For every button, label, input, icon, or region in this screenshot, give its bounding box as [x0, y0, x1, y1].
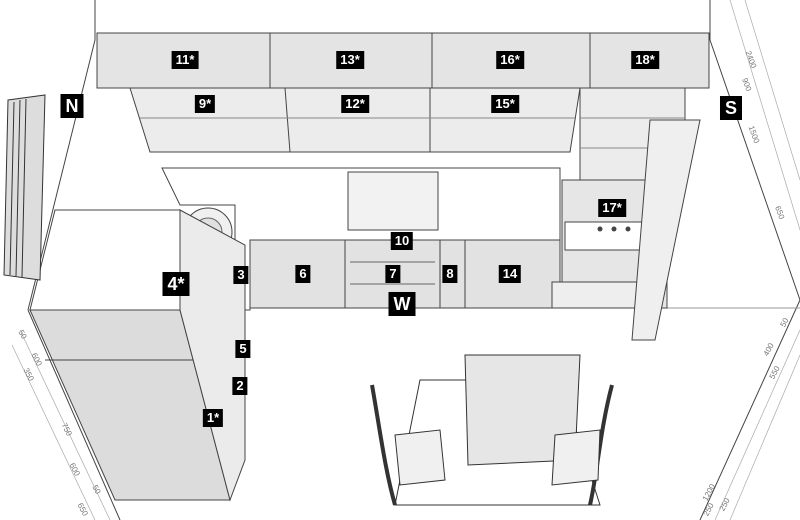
cabinet-label-18: 18*	[631, 51, 659, 69]
cabinet-label-5: 5	[235, 340, 251, 358]
cabinet-label-13: 13*	[336, 51, 364, 69]
wall-label-west: W	[388, 292, 416, 316]
cabinet-label-11: 11*	[171, 51, 199, 69]
cabinet-label-16: 16*	[496, 51, 524, 69]
oven-knob-icon	[625, 226, 631, 232]
cabinet-label-7: 7	[385, 265, 401, 283]
cabinet-label-17: 17*	[598, 199, 626, 217]
oven-knob-icon	[597, 226, 603, 232]
cabinet-label-9: 9*	[194, 95, 216, 113]
cabinet-label-8: 8	[442, 265, 458, 283]
cabinet-label-10: 10	[390, 232, 414, 250]
dimension-lines	[11, 0, 800, 520]
cabinet-label-12: 12*	[341, 95, 369, 113]
cabinet-label-2: 2	[232, 377, 248, 395]
oven-knob-icon	[611, 226, 617, 232]
oven	[564, 221, 646, 251]
cabinet-label-14: 14	[498, 265, 522, 283]
wall-label-north: N	[60, 94, 84, 118]
cabinet-label-15: 15*	[491, 95, 519, 113]
wall-label-south: S	[719, 96, 743, 120]
dining-set	[370, 354, 614, 506]
left-run	[3, 94, 246, 502]
cooktop	[347, 171, 439, 231]
cabinet-label-1: 1*	[202, 409, 224, 427]
cabinet-label-4: 4*	[162, 272, 190, 296]
cabinet-label-6: 6	[295, 265, 311, 283]
cabinet-label-3: 3	[233, 266, 249, 284]
